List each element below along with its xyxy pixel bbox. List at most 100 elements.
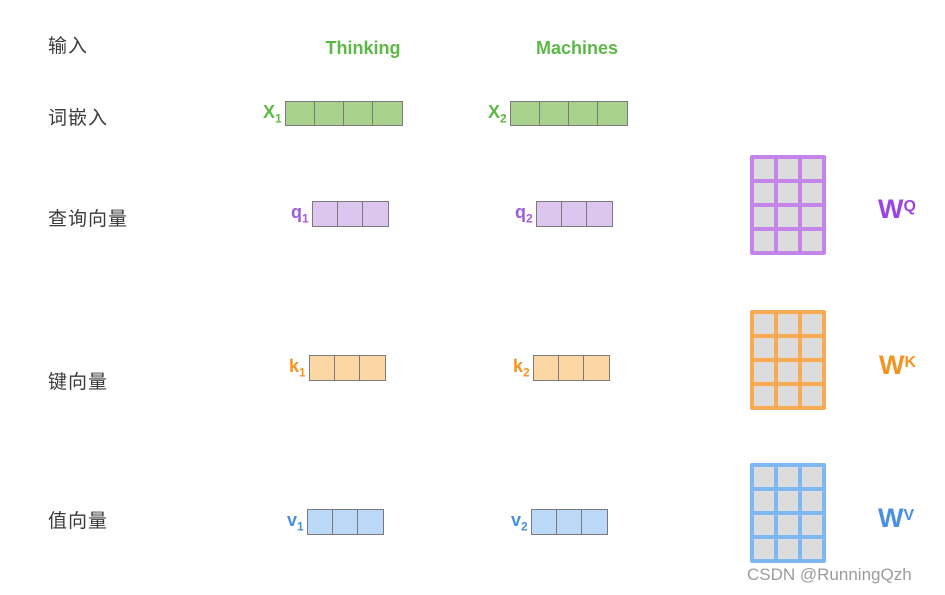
matrix-cell: [778, 491, 798, 511]
matrix-cell: [802, 467, 822, 487]
vector-v1-cells: [306, 509, 384, 535]
matrix-cell: [802, 207, 822, 227]
weight-matrix-wv: [750, 463, 826, 563]
vector-cell: [362, 201, 389, 227]
vector-cell: [583, 355, 610, 381]
matrix-cell: [778, 362, 798, 382]
vector-x1: X1: [263, 101, 403, 126]
vector-cell: [509, 101, 541, 126]
vector-k2-label: k2: [513, 356, 530, 380]
row-label-embedding: 词嵌入: [48, 108, 109, 129]
vector-k1: k1: [289, 355, 386, 381]
row-label-value: 值向量: [48, 511, 109, 532]
vector-x1-cells: [284, 101, 403, 126]
matrix-cell: [802, 362, 822, 382]
vector-k1-cells: [308, 355, 386, 381]
matrix-cell: [754, 539, 774, 559]
weight-matrix-wk: [750, 310, 826, 410]
matrix-cell: [754, 491, 774, 511]
vector-cell: [597, 101, 628, 126]
row-label-key: 键向量: [48, 372, 109, 393]
matrix-cell: [778, 386, 798, 406]
weight-label-wk: WK: [879, 350, 917, 380]
vector-v1: v1: [287, 509, 384, 535]
matrix-cell: [754, 183, 774, 203]
vector-q2: q2: [515, 201, 613, 227]
row-label-query: 查询向量: [48, 209, 129, 230]
vector-cell: [331, 509, 359, 535]
vector-k2: k2: [513, 355, 610, 381]
vector-v2: v2: [511, 509, 608, 535]
vector-k1-label: k1: [289, 356, 306, 380]
matrix-cell: [778, 515, 798, 535]
vector-x1-label: X1: [263, 101, 282, 126]
matrix-cell: [802, 539, 822, 559]
vector-cell: [342, 101, 374, 126]
matrix-cell: [754, 207, 774, 227]
matrix-cell: [778, 159, 798, 179]
vector-cell: [538, 101, 570, 126]
watermark: CSDN @RunningQzh: [747, 565, 912, 584]
vector-cell: [333, 355, 361, 381]
matrix-cell: [754, 386, 774, 406]
vector-q2-label: q2: [515, 202, 533, 226]
vector-cell: [581, 509, 608, 535]
matrix-cell: [754, 515, 774, 535]
vector-cell: [308, 355, 336, 381]
vector-cell: [306, 509, 334, 535]
token-thinking: Thinking: [325, 38, 401, 58]
vector-cell: [532, 355, 560, 381]
vector-q2-cells: [535, 201, 613, 227]
matrix-cell: [778, 539, 798, 559]
vector-v2-label: v2: [511, 510, 528, 534]
matrix-cell: [802, 183, 822, 203]
vector-x2: X2: [488, 101, 628, 126]
matrix-cell: [754, 231, 774, 251]
vector-cell: [557, 355, 585, 381]
matrix-cell: [754, 314, 774, 334]
weight-label-wq: WQ: [878, 194, 916, 224]
token-machines: Machines: [535, 38, 619, 58]
vector-v1-label: v1: [287, 510, 304, 534]
vector-x2-label: X2: [488, 101, 507, 126]
matrix-cell: [802, 515, 822, 535]
matrix-cell: [802, 314, 822, 334]
matrix-cell: [778, 231, 798, 251]
matrix-cell: [754, 467, 774, 487]
matrix-cell: [754, 159, 774, 179]
matrix-cell: [754, 362, 774, 382]
vector-cell: [372, 101, 403, 126]
vector-q1-cells: [311, 201, 389, 227]
matrix-cell: [802, 386, 822, 406]
row-label-input: 输入: [48, 36, 89, 57]
vector-v2-cells: [530, 509, 608, 535]
matrix-cell: [778, 467, 798, 487]
vector-q1: q1: [291, 201, 389, 227]
matrix-cell: [802, 231, 822, 251]
vector-k2-cells: [532, 355, 610, 381]
matrix-cell: [778, 183, 798, 203]
matrix-cell: [778, 207, 798, 227]
weight-label-wv: WV: [878, 503, 915, 533]
vector-cell: [311, 201, 339, 227]
vector-cell: [555, 509, 583, 535]
matrix-cell: [778, 314, 798, 334]
vector-cell: [313, 101, 345, 126]
vector-cell: [567, 101, 599, 126]
weight-matrix-wq: [750, 155, 826, 255]
vector-cell: [336, 201, 364, 227]
vector-cell: [560, 201, 588, 227]
matrix-cell: [802, 159, 822, 179]
vector-cell: [530, 509, 558, 535]
vector-cell: [535, 201, 563, 227]
vector-cell: [586, 201, 613, 227]
matrix-cell: [754, 338, 774, 358]
matrix-cell: [778, 338, 798, 358]
matrix-cell: [802, 491, 822, 511]
vector-cell: [284, 101, 316, 126]
matrix-cell: [802, 338, 822, 358]
vector-cell: [357, 509, 384, 535]
vector-q1-label: q1: [291, 202, 309, 226]
vector-x2-cells: [509, 101, 628, 126]
